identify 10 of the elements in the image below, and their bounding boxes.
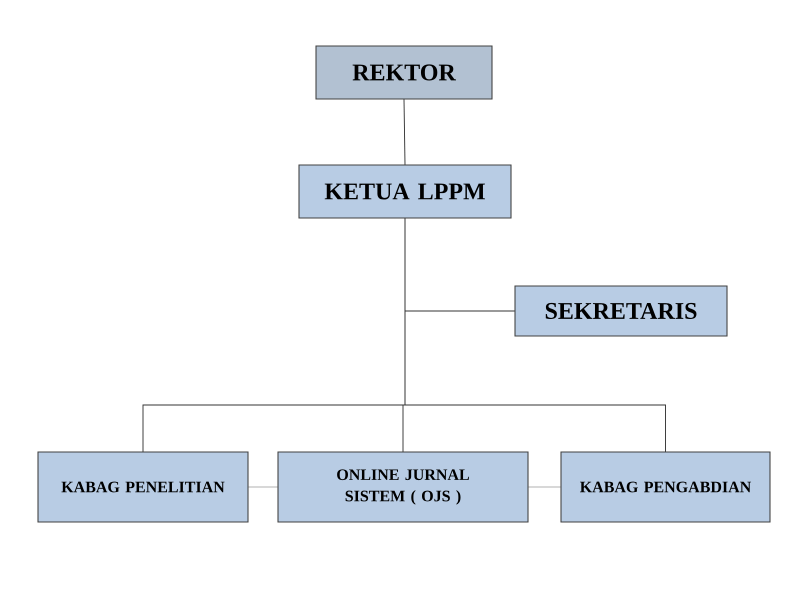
- connector-line: [528, 486, 561, 488]
- connector-line: [404, 218, 666, 452]
- org-box: ONLINE JURNAL SISTEM ( OJS ): [277, 451, 529, 523]
- org-box: SEKRETARIS: [514, 285, 728, 337]
- org-box: REKTOR: [315, 45, 493, 100]
- connector-line: [404, 99, 406, 165]
- org-box: KETUA LPPM: [298, 164, 512, 219]
- org-box: KABAG PENGABDIAN: [560, 451, 771, 523]
- org-box: KABAG PENELITIAN: [37, 451, 249, 523]
- connector-line: [248, 486, 278, 488]
